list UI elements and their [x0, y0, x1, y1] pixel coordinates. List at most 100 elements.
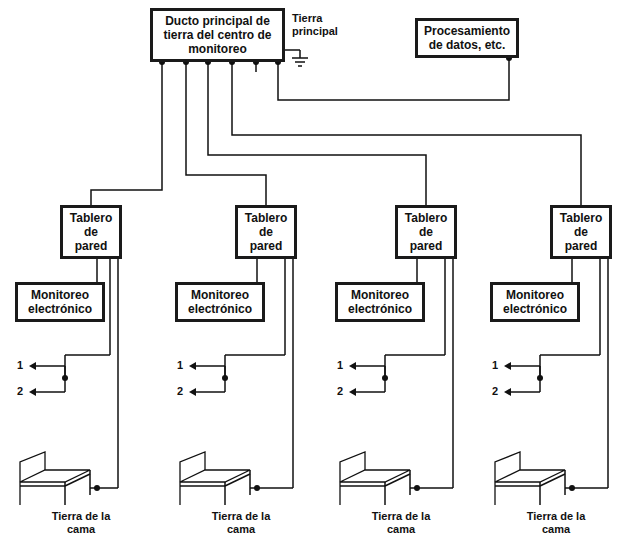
node-text: Tablero de pared: [242, 211, 290, 253]
bed-headboard: [20, 452, 45, 505]
bed-ground-label: Tierra de la cama: [524, 510, 588, 536]
bed-ground-wire: [117, 259, 119, 488]
outlet-wire: [385, 354, 445, 356]
bed-ground-wire: [257, 487, 293, 489]
outlet-number: 1: [17, 359, 27, 372]
outlet-number: 1: [492, 359, 502, 372]
node-text: Monitoreo electrónico: [497, 288, 573, 316]
main-ground-duct: Ducto principal de tierra del centro de …: [150, 8, 285, 62]
outlet-pair: [504, 259, 600, 396]
bed-frame: [540, 474, 565, 486]
bed-ground-wire: [572, 487, 608, 489]
bed-frame: [20, 485, 65, 487]
ground-wire: [571, 259, 573, 282]
bed-ground-label: Tierra de la cama: [49, 510, 113, 536]
outlet-number: 2: [337, 385, 347, 398]
node-text: Monitoreo electrónico: [342, 288, 418, 316]
outlet-pair: [349, 259, 445, 396]
bed-headboard: [340, 452, 365, 505]
outlet-wire: [353, 365, 385, 367]
outlet-wire: [384, 378, 386, 392]
bed-frame: [180, 485, 225, 487]
bed-frame: [225, 474, 250, 486]
outlet-wire: [33, 365, 65, 367]
outlet-arrow: [504, 362, 511, 370]
outlet-wire: [65, 354, 110, 356]
bed-ground-wire: [452, 259, 454, 488]
outlet-wire: [193, 391, 225, 393]
wall-panel: Tablero de pared: [550, 205, 612, 259]
outlet-arrow: [504, 388, 511, 396]
outlet-wire: [599, 259, 601, 355]
bed-frame: [340, 485, 385, 487]
bed-frame: [385, 474, 410, 486]
outlet-wire: [33, 391, 65, 393]
wall-panel: Tablero de pared: [395, 205, 457, 259]
ground-wire: [91, 62, 162, 205]
outlet-arrow: [349, 388, 356, 396]
bed-illustration: [20, 452, 90, 505]
node-text: Tablero de pared: [557, 211, 605, 253]
outlet-pair: [29, 259, 110, 396]
main-ground-symbol: [285, 50, 308, 66]
outlet-arrow: [29, 388, 36, 396]
ground-wire: [256, 259, 258, 282]
processing-box: Procesamiento de datos, etc.: [415, 18, 519, 58]
ground-label: Tierra principal: [292, 12, 362, 38]
outlet-wire: [444, 259, 446, 355]
outlet-wire: [540, 354, 600, 356]
ground-wire: [416, 259, 418, 282]
wall-panel: Tablero de pared: [60, 205, 122, 259]
outlet-arrow: [349, 362, 356, 370]
outlet-wire: [109, 259, 111, 355]
bed-illustration: [495, 452, 565, 505]
bed-mattress: [340, 470, 410, 482]
bed-ground-wire: [97, 487, 118, 489]
spare-lead: [255, 62, 257, 72]
electronic-monitor: Monitoreo electrónico: [175, 282, 265, 322]
ground-wire: [208, 62, 426, 205]
bed-ground-terminal: [254, 485, 260, 491]
bed-mattress: [20, 470, 90, 482]
bed-ground-wire: [292, 259, 294, 488]
outlet-wire: [508, 365, 540, 367]
ground-wire: [96, 259, 98, 282]
outlet-wire: [224, 378, 226, 392]
bed-ground-label: Tierra de la cama: [369, 510, 433, 536]
node-text: Monitoreo electrónico: [182, 288, 258, 316]
bed-frame: [65, 474, 90, 486]
bed-illustration: [340, 452, 410, 505]
bed-headboard: [180, 452, 205, 505]
outlet-number: 2: [177, 385, 187, 398]
outlet-wire: [193, 365, 225, 367]
node-text: Tablero de pared: [67, 211, 115, 253]
bed-ground-label: Tierra de la cama: [209, 510, 273, 536]
bed-frame: [495, 485, 540, 487]
outlet-wire: [353, 391, 385, 393]
outlet-wire: [539, 378, 541, 392]
node-text: Ducto principal de tierra del centro de …: [157, 14, 278, 56]
bed-mattress: [180, 470, 250, 482]
electronic-monitor: Monitoreo electrónico: [15, 282, 105, 322]
outlet-arrow: [29, 362, 36, 370]
ground-wire: [278, 58, 509, 100]
electronic-monitor: Monitoreo electrónico: [490, 282, 580, 322]
electronic-monitor: Monitoreo electrónico: [335, 282, 425, 322]
node-text: Procesamiento de datos, etc.: [422, 24, 512, 52]
outlet-number: 2: [17, 385, 27, 398]
outlet-arrow: [189, 388, 196, 396]
bed-mattress: [495, 470, 565, 482]
outlet-wire: [539, 366, 541, 378]
bed-ground-terminal: [94, 485, 100, 491]
bed-ground-wire: [607, 259, 609, 488]
node-text: Tablero de pared: [402, 211, 450, 253]
ground-wire: [232, 62, 581, 205]
outlet-wire: [508, 391, 540, 393]
ground-wire: [186, 62, 266, 205]
outlet-pair: [189, 259, 285, 396]
outlet-wire: [284, 259, 286, 355]
outlet-wire: [384, 366, 386, 378]
